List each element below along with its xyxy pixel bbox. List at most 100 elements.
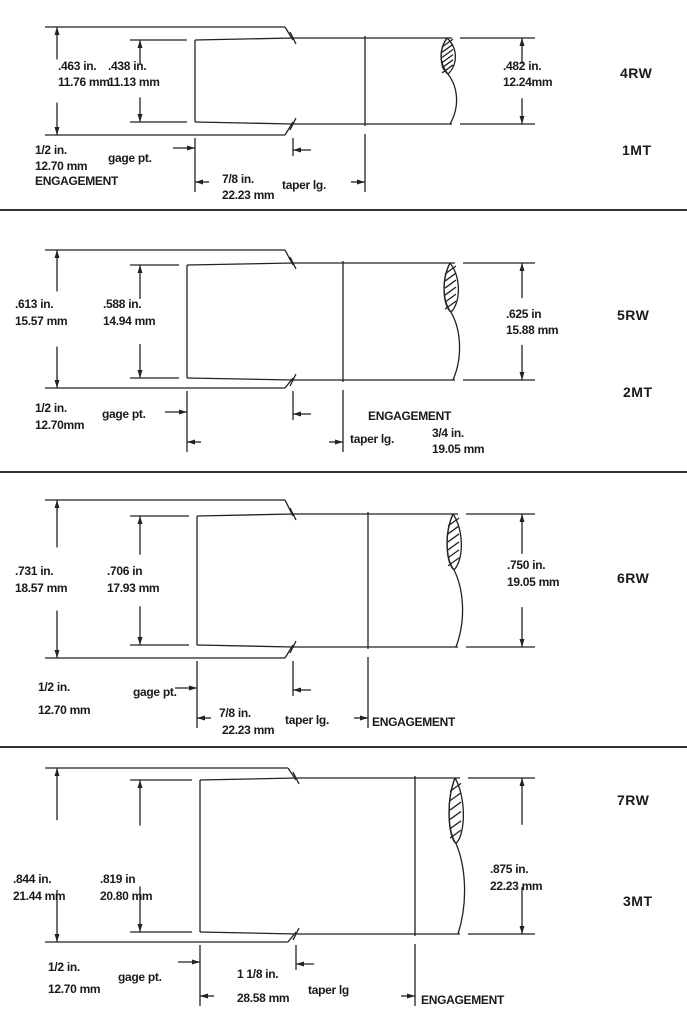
inner-dia-in: .438 in. <box>108 59 146 73</box>
gage-point-label: gage pt. <box>133 685 177 699</box>
taper-bottom <box>199 931 297 935</box>
taper-label: taper lg <box>308 983 349 997</box>
arrowhead <box>192 959 200 965</box>
arrowhead <box>293 147 301 153</box>
hatch-line <box>449 782 462 792</box>
outer-dia-mm: 18.57 mm <box>15 581 67 595</box>
arrowhead <box>519 372 525 380</box>
size-code: 1MT <box>622 142 652 158</box>
inner-dia-in: .588 in. <box>103 297 141 311</box>
arrowhead <box>293 687 301 693</box>
hatch-line <box>441 54 454 64</box>
shank-dia-mm: 15.88 mm <box>506 323 558 337</box>
arrowhead <box>200 993 208 999</box>
hatch-line <box>444 293 457 303</box>
engagement-label: 1/2 in. <box>35 143 67 157</box>
arrowhead <box>54 380 60 388</box>
inner-dia-mm: 11.13 mm <box>108 75 160 89</box>
hatch-line <box>449 792 462 802</box>
engagement-label: 12.70 mm <box>48 982 100 996</box>
hatch-line <box>444 265 457 275</box>
shank-dia-in: .625 in <box>506 307 541 321</box>
hatch-line <box>449 829 462 839</box>
hatch-line <box>444 279 457 289</box>
arrowhead <box>519 778 525 786</box>
engagement-label: ENGAGEMENT <box>421 993 505 1007</box>
outer-dia-mm: 21.44 mm <box>13 889 65 903</box>
taper-chamfer-top <box>284 499 294 517</box>
hatch-line <box>444 300 457 310</box>
engagement-label: 1/2 in. <box>48 960 80 974</box>
taper-length-label: 22.23 mm <box>222 723 274 737</box>
break-section <box>440 37 457 76</box>
inner-dia-in: .819 in <box>100 872 135 886</box>
panel-2: .613 in.15.57 mm.588 in.14.94 mm.625 in1… <box>15 249 652 456</box>
taper-mark-top <box>289 507 297 521</box>
shank-dia-mm: 19.05 mm <box>507 575 559 589</box>
size-code: 5RW <box>617 307 650 323</box>
arrowhead <box>137 40 143 48</box>
arrowhead <box>54 27 60 35</box>
shank-dia-in: .875 in. <box>490 862 528 876</box>
gage-point-label: gage pt. <box>118 970 162 984</box>
arrowhead <box>54 250 60 258</box>
arrowhead <box>137 637 143 645</box>
engagement-label: ENGAGEMENT <box>368 409 452 423</box>
arrowhead <box>187 145 195 151</box>
engagement-label: 12.70mm <box>35 418 84 432</box>
taper-mark-bottom <box>292 927 300 941</box>
inner-dia-mm: 17.93 mm <box>107 581 159 595</box>
taper-label: taper lg. <box>285 713 329 727</box>
hatch-line <box>449 810 462 820</box>
hatch-line <box>447 557 460 567</box>
hatch-line <box>441 64 454 74</box>
taper-label: taper lg. <box>350 432 394 446</box>
arrowhead <box>195 179 203 185</box>
hatch-line <box>447 541 460 551</box>
hatch-line <box>441 43 454 53</box>
taper-length-label: 19.05 mm <box>432 442 484 456</box>
outer-dia-mm: 11.76 mm <box>58 75 110 89</box>
size-code: 4RW <box>620 65 653 81</box>
inner-dia-mm: 20.80 mm <box>100 889 152 903</box>
arrowhead <box>519 926 525 934</box>
taper-top <box>194 37 294 41</box>
inner-dia-in: .706 in <box>107 564 142 578</box>
arrowhead <box>187 439 195 445</box>
arrowhead <box>519 263 525 271</box>
engagement-label: ENGAGEMENT <box>372 715 456 729</box>
arrowhead <box>519 116 525 124</box>
outer-dia-in: .463 in. <box>58 59 96 73</box>
hatch-line <box>441 48 454 59</box>
arrowhead <box>197 715 205 721</box>
taper-top <box>196 513 294 517</box>
size-code: 7RW <box>617 792 650 808</box>
hatch-line <box>449 801 462 811</box>
taper-length-label: 3/4 in. <box>432 426 464 440</box>
outer-dia-in: .731 in. <box>15 564 53 578</box>
arrowhead <box>137 780 143 788</box>
hatch-line <box>444 286 457 296</box>
arrowhead <box>519 38 525 46</box>
engagement-label: ENGAGEMENT <box>35 174 119 188</box>
taper-length-label: 7/8 in. <box>222 172 254 186</box>
size-code: 3MT <box>623 893 653 909</box>
arrowhead <box>137 265 143 273</box>
gage-point-label: gage pt. <box>108 151 152 165</box>
gage-point-label: gage pt. <box>102 407 146 421</box>
arrowhead <box>54 768 60 776</box>
taper-length-label: 28.58 mm <box>237 991 289 1005</box>
outer-dia-mm: 15.57 mm <box>15 314 67 328</box>
arrowhead <box>519 514 525 522</box>
hatch-line <box>449 820 462 830</box>
arrowhead <box>137 370 143 378</box>
arrowhead <box>54 650 60 658</box>
engagement-label: 1/2 in. <box>38 680 70 694</box>
arrowhead <box>296 961 304 967</box>
hatch-line <box>441 38 454 48</box>
hatch-line <box>447 525 460 535</box>
shank-dia-in: .750 in. <box>507 558 545 572</box>
panel-3: .731 in. 18.57 mm .706 in 17.93 mm .750 in. 1… <box>15 499 649 737</box>
